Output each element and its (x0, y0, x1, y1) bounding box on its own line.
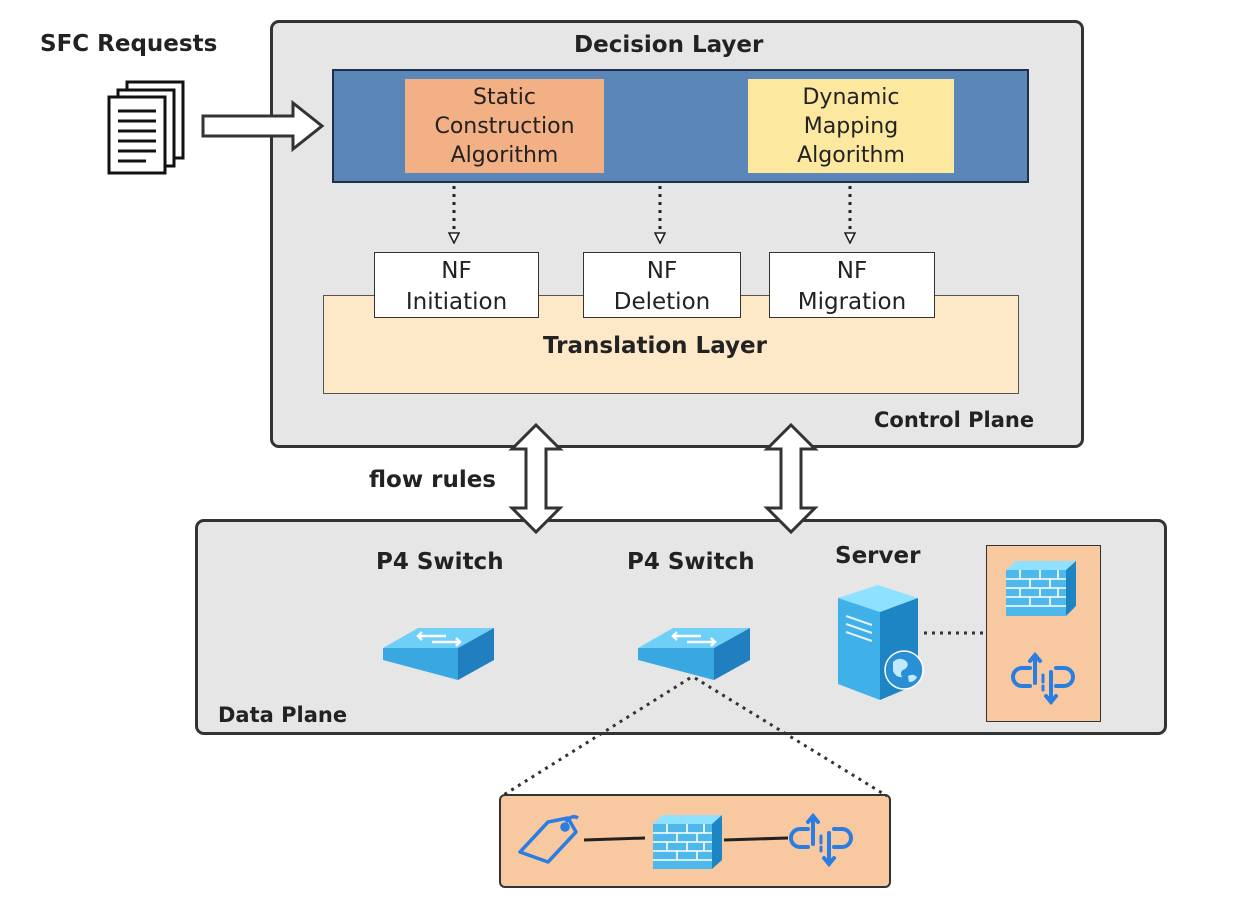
decision-layer-title: Decision Layer (574, 32, 764, 58)
chain-link-1 (583, 836, 646, 842)
static-algo-line-2: Construction (434, 113, 575, 139)
nf-migration-line-2: Migration (797, 289, 907, 315)
plane-link-arrow-right (763, 422, 819, 535)
data-plane-label: Data Plane (218, 703, 348, 727)
nf-deletion-box: NF Deletion (583, 252, 741, 318)
server-icon (838, 585, 924, 700)
nf-migration-line-1: NF (836, 258, 868, 284)
static-construction-algorithm: Static Construction Algorithm (405, 79, 604, 173)
nf-migration-box: NF Migration (769, 252, 935, 318)
dynamic-mapping-algorithm: Dynamic Mapping Algorithm (748, 79, 954, 173)
nf-deletion-line-1: NF (646, 258, 678, 284)
request-arrow (201, 99, 325, 153)
dynamic-algo-line-2: Mapping (803, 113, 899, 139)
p4-switch-2-icon (638, 628, 750, 680)
dynamic-algo-line-3: Algorithm (797, 142, 905, 168)
p4-switch-1-label: P4 Switch (376, 549, 504, 575)
nf-initiation-line-1: NF (441, 258, 472, 284)
nf-initiation-line-2: Initiation (405, 289, 508, 315)
chain-link-2 (723, 836, 789, 842)
document-stack-icon (107, 80, 185, 175)
load-balancer-icon (1011, 651, 1075, 706)
translation-layer-title: Translation Layer (543, 333, 767, 359)
firewall-icon (1006, 561, 1076, 616)
plane-link-arrow-left (508, 422, 564, 535)
nf-initiation-box: NF Initiation (374, 252, 539, 318)
flow-rules-label: flow rules (369, 467, 496, 493)
switch-expansion-lines (501, 676, 888, 798)
decision-to-nf-arrows (454, 186, 850, 238)
p4-switch-2-label: P4 Switch (627, 549, 755, 575)
nf-deletion-line-2: Deletion (613, 289, 711, 315)
chain-load-balancer-icon (789, 812, 853, 868)
chain-firewall-icon (653, 815, 722, 869)
dynamic-algo-line-1: Dynamic (802, 84, 900, 110)
static-algo-line-3: Algorithm (450, 142, 559, 168)
static-algo-line-1: Static (473, 84, 536, 110)
p4-switch-1-icon (383, 628, 494, 680)
control-plane-label: Control Plane (874, 408, 1035, 432)
sfc-requests-label: SFC Requests (40, 31, 218, 57)
server-label: Server (835, 543, 921, 569)
tag-icon (518, 814, 579, 864)
